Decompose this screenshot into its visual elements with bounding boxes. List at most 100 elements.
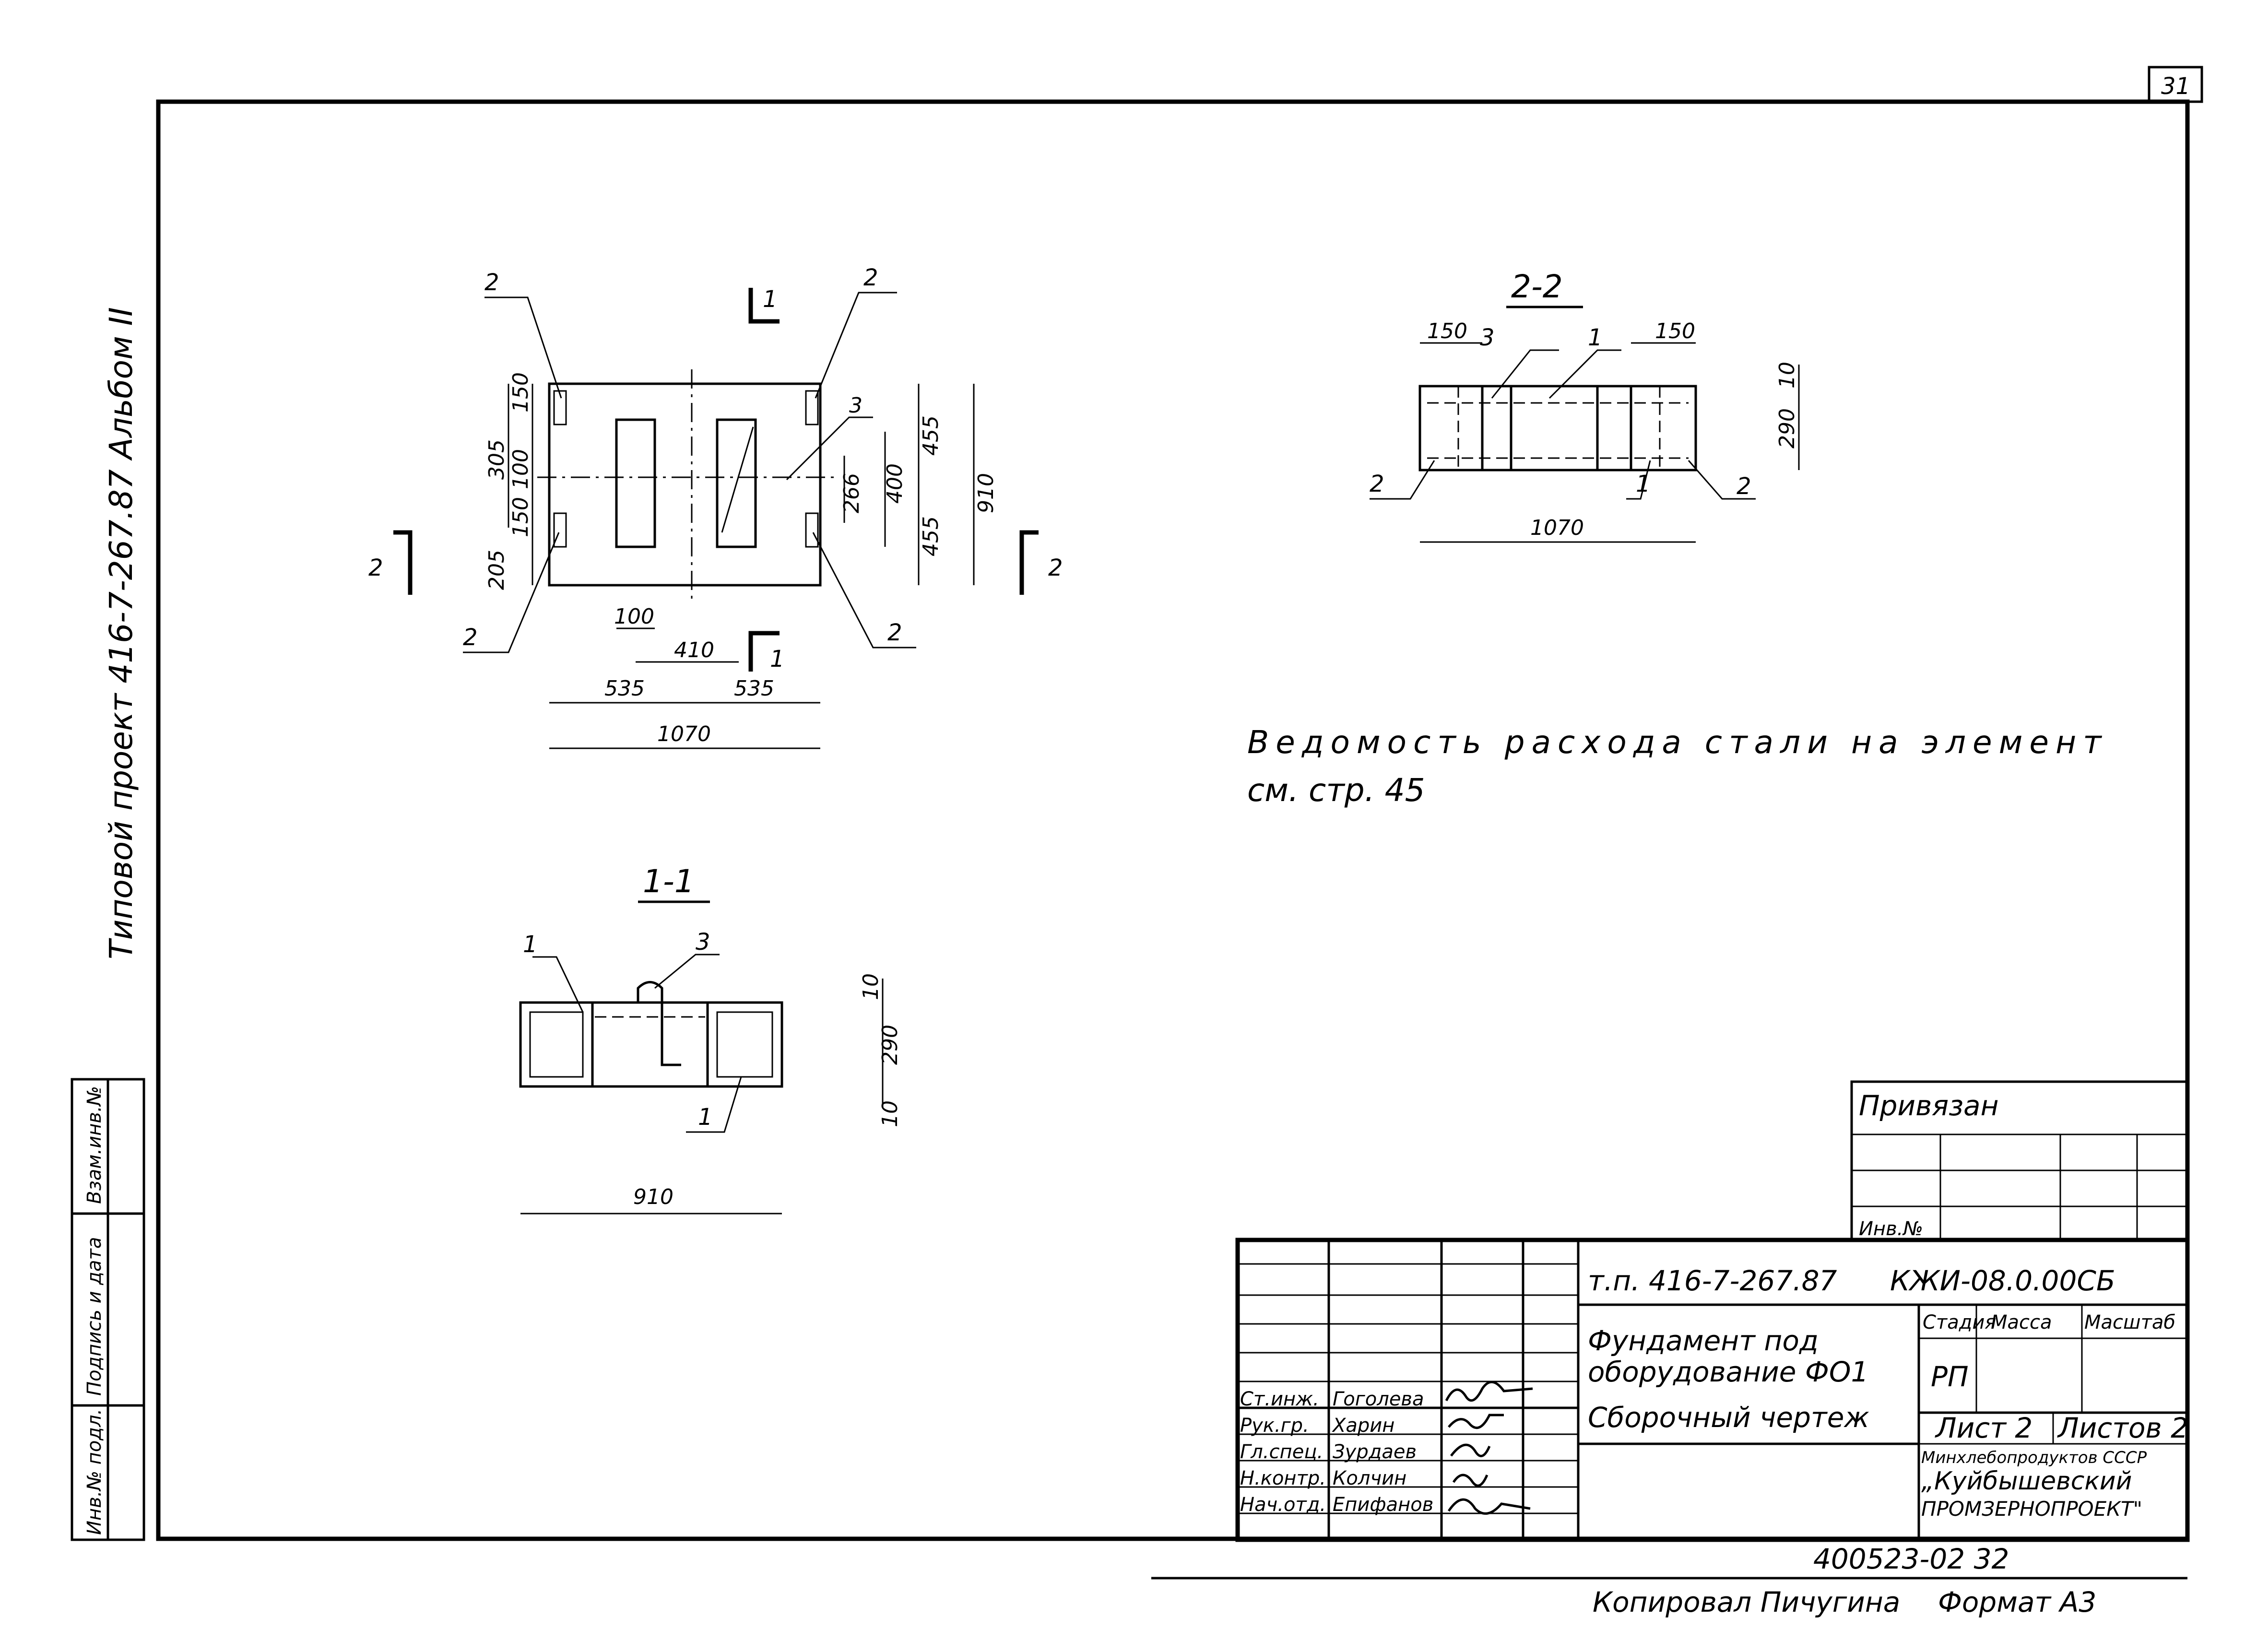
s22-dim-10: 10: [1775, 362, 1799, 389]
mass-header: Масса: [1991, 1311, 2052, 1333]
s22-dim-150-left: 150: [1427, 319, 1467, 343]
plan-callout-2-tr: 2: [863, 264, 878, 291]
section-mark-right: [1019, 530, 1039, 595]
signature-2: [1448, 1414, 1504, 1429]
scale-header: Масштаб: [2084, 1311, 2175, 1333]
section-2-2-outline: [1418, 385, 1697, 472]
plan-callout-2-br: 2: [887, 619, 902, 646]
footer-copied: Копировал Пичугина: [1593, 1586, 1900, 1618]
s11-callout-1-top: 1: [523, 931, 538, 958]
name-2: Харин: [1332, 1415, 1394, 1437]
name-1: Гоголева: [1333, 1388, 1424, 1410]
plan-dim-100: 100: [508, 449, 533, 489]
section-mark-right-label: 2: [1048, 555, 1063, 581]
section-mark-top-label: 1: [763, 286, 778, 313]
section-mark-left: [393, 530, 413, 595]
signature-1: [1445, 1381, 1533, 1402]
left-strip: Инв.№ подл. Подпись и дата Взам.инв.№: [71, 1078, 145, 1541]
doc-mark: КЖИ-08.0.00СБ: [1890, 1264, 2115, 1297]
plan-dim-535-right: 535: [734, 676, 774, 701]
plan-dim-150-bottom: 150: [508, 497, 533, 537]
section-2-2: 2-2 3 1 2 1 2 150 150 10 290 1070: [1370, 268, 1800, 543]
section-2-2-title: 2-2: [1511, 268, 1563, 305]
drawing-title-line-2: оборудование ФО1: [1588, 1356, 1868, 1388]
section-mark-bottom: [748, 631, 780, 672]
strip-cell-replace: Взам.инв.№: [83, 1086, 106, 1204]
plan-callout-2-tl: 2: [484, 269, 499, 296]
section-mark-left-label: 2: [368, 555, 383, 581]
org-line-3: ПРОМЗЕРНОПРОЕКТ": [1921, 1497, 2142, 1521]
footer-number: 400523-02 32: [1813, 1543, 2009, 1575]
plan-dim-100-bottom: 100: [614, 604, 654, 629]
drawing-title-line-3: Сборочный чертеж: [1588, 1401, 1869, 1434]
plan-dim-1070: 1070: [657, 722, 711, 746]
sheet-number-box: [2148, 66, 2203, 103]
note-line-1: Ведомость расхода стали на элемент: [1247, 724, 2108, 761]
strip-cell-inv: Инв.№ подл.: [83, 1409, 106, 1535]
plan-view: 1 1 2 2 2 2 2 2 3 150 305 100 150 205 26…: [368, 264, 1063, 749]
plan-dim-910: 910: [974, 473, 998, 513]
signature-3: [1450, 1443, 1491, 1457]
section-1-1: 1-1 1 3 1 10 290 10 910: [519, 863, 902, 1215]
plan-opening-right: [716, 418, 757, 548]
s22-callout-3: 3: [1480, 324, 1495, 351]
footer-format: Формат А3: [1938, 1586, 2096, 1618]
side-stamp: Типовой проект 416-7-267.87 Альбом II: [103, 307, 140, 959]
org-line-2: „Куйбышевский: [1921, 1467, 2132, 1496]
plan-opening-left: [615, 418, 656, 548]
name-4: Колчин: [1333, 1467, 1406, 1489]
s22-callout-2-left: 2: [1370, 471, 1384, 497]
plan-dim-205: 205: [484, 550, 509, 590]
s11-dim-10-bottom: 10: [878, 1100, 902, 1127]
section-1-1-outline: [519, 1001, 783, 1088]
doc-code: т.п. 416-7-267.87: [1588, 1264, 1837, 1297]
title-block: т.п. 416-7-267.87 КЖИ-08.0.00СБ Фундамен…: [1235, 1238, 2190, 1542]
s11-callout-3: 3: [696, 929, 710, 956]
name-5: Епифанов: [1333, 1494, 1433, 1516]
s11-dim-910: 910: [633, 1185, 674, 1209]
sheet-number: 31: [2161, 73, 2190, 100]
role-3: Гл.спец.: [1240, 1441, 1323, 1463]
signature-5: [1447, 1498, 1531, 1515]
section-1-1-title: 1-1: [643, 863, 695, 900]
s11-dim-10-top: 10: [859, 973, 883, 1000]
strip-cell-sign: Подпись и дата: [83, 1237, 106, 1396]
section-mark-top: [748, 288, 780, 324]
plan-dim-150-top: 150: [508, 372, 533, 413]
plan-dim-305: 305: [484, 439, 509, 480]
role-4: Н.контр.: [1240, 1467, 1326, 1489]
section-mark-bottom-label: 1: [770, 646, 785, 673]
stage-header: Стадия: [1923, 1311, 1996, 1333]
plan-dim-266: 266: [839, 473, 864, 513]
s22-dim-150-right: 150: [1655, 319, 1695, 343]
s11-dim-290: 290: [878, 1025, 902, 1065]
sheet-label: Лист 2: [1935, 1412, 2032, 1444]
plan-callout-3: 3: [849, 393, 863, 418]
plan-outline: [548, 382, 822, 587]
plan-callout-2-bl: 2: [463, 624, 478, 651]
s22-dim-1070: 1070: [1530, 516, 1584, 540]
role-1: Ст.инж.: [1240, 1388, 1319, 1410]
name-3: Зурдаев: [1333, 1441, 1417, 1463]
s22-callout-2-right: 2: [1737, 473, 1751, 500]
binding-inv: Инв.№: [1859, 1218, 1923, 1240]
plan-dim-400: 400: [883, 463, 907, 504]
plan-dim-410: 410: [674, 638, 714, 662]
sheet-frame: [156, 99, 2190, 1541]
sheets-label: Листов 2: [2057, 1412, 2188, 1444]
s22-dim-290: 290: [1775, 408, 1799, 448]
drawing-title-line-1: Фундамент под: [1588, 1324, 1819, 1357]
org-line-1: Минхлебопродуктов СССР: [1921, 1448, 2147, 1467]
plan-dim-455-top: 455: [919, 415, 943, 456]
signature-4: [1452, 1474, 1489, 1487]
plan-dim-455-bottom: 455: [919, 516, 943, 556]
stage-value: РП: [1931, 1360, 1969, 1393]
s11-callout-1-bottom: 1: [698, 1104, 713, 1131]
s22-callout-1-bottom: 1: [1636, 471, 1651, 497]
role-5: Нач.отд.: [1240, 1494, 1326, 1516]
plan-dim-535-left: 535: [604, 676, 645, 701]
binding-title: Привязан: [1859, 1089, 1999, 1122]
binding-box: Привязан Инв.№: [1850, 1080, 2189, 1241]
s22-callout-1-top: 1: [1588, 324, 1603, 351]
